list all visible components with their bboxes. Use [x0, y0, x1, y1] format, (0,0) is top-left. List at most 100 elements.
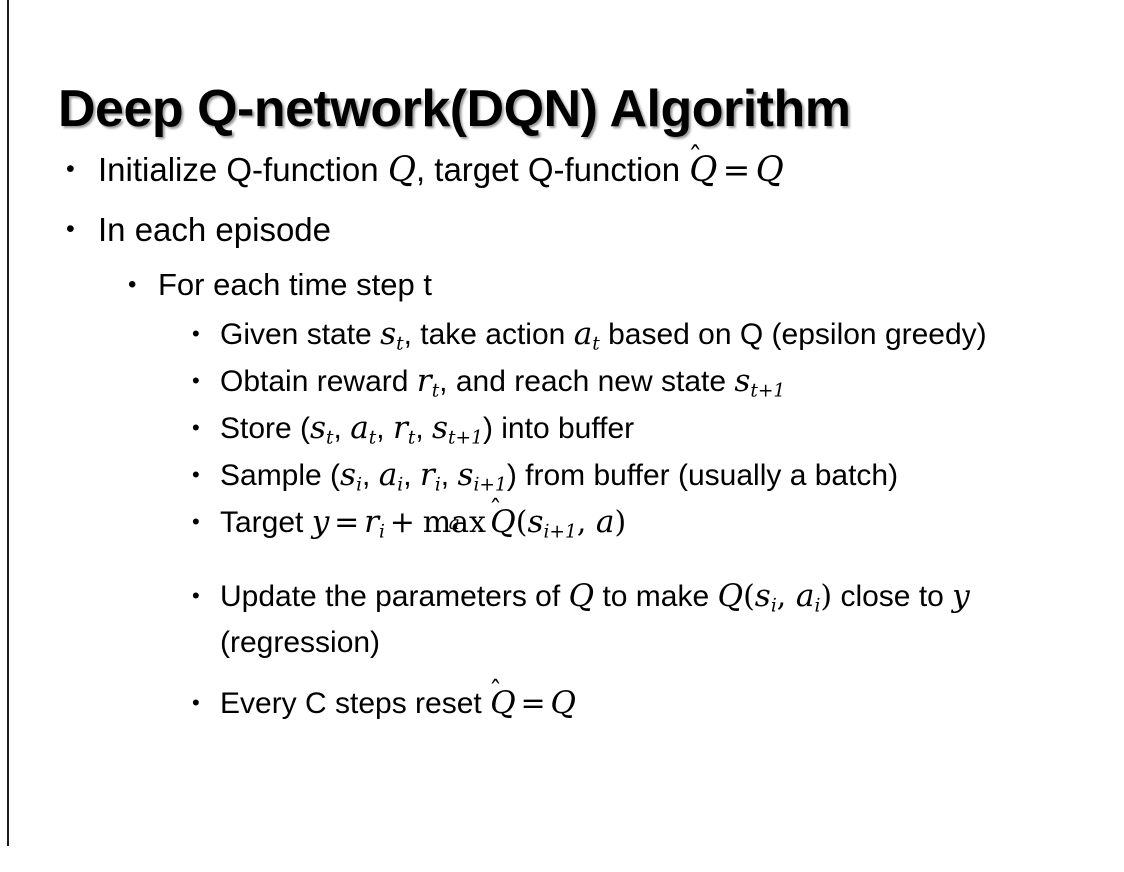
- list-item-sample-from-buffer: • Sample (si, ai, ri, si+1) from buffer …: [0, 452, 1124, 499]
- math-subscript-i-plus-1: i+1: [473, 474, 507, 496]
- list-item-given-state-take-action: • Given state st, take action at based o…: [0, 311, 1124, 358]
- math-var-y: y: [952, 578, 970, 614]
- math-operator-equals: =: [334, 505, 360, 540]
- math-var-q: Q: [717, 578, 744, 614]
- math-var-s: s: [380, 316, 397, 352]
- math-var-q-hat: Q̂: [490, 499, 516, 545]
- math-paren-open: (: [743, 579, 755, 614]
- math-subscript-t-plus-1: t+1: [750, 380, 786, 402]
- math-comma: ,: [576, 505, 596, 540]
- math-var-s: s: [310, 410, 327, 446]
- bullet-dot-icon: •: [192, 368, 200, 393]
- list-item-text: Update the parameters of Q to make Q(si,…: [220, 573, 1100, 666]
- math-comma: ,: [776, 579, 796, 614]
- bullet-dot-icon: •: [192, 690, 200, 715]
- math-operator-max-label: max: [422, 505, 486, 540]
- math-var-a: a: [595, 504, 615, 540]
- math-var-q-base: Q: [490, 504, 516, 540]
- math-underscript-a: a: [448, 512, 460, 534]
- math-var-r: r: [364, 504, 379, 540]
- list-item-in-each-episode: • In each episode: [0, 200, 1124, 259]
- text-run: Given state: [220, 318, 381, 351]
- math-subscript-i: i: [434, 474, 441, 496]
- list-item-text: Sample (si, ai, ri, si+1) from buffer (u…: [220, 452, 1100, 499]
- math-var-s: s: [340, 457, 357, 493]
- math-var-q-hat: Q̂: [689, 141, 717, 200]
- text-run: , take action: [403, 318, 574, 351]
- text-run: ,: [333, 412, 351, 445]
- bullet-dot-icon: •: [66, 155, 75, 183]
- math-subscript-t: t: [326, 427, 334, 449]
- text-run: Target: [220, 506, 312, 539]
- text-run: ) into buffer: [482, 412, 635, 445]
- left-edge-rule: [7, 0, 9, 846]
- math-var-q: Q: [755, 150, 784, 190]
- text-run: , target Q-function: [415, 151, 690, 188]
- math-var-r: r: [416, 363, 432, 399]
- text-run: ,: [376, 412, 393, 445]
- math-var-s: s: [457, 457, 474, 493]
- math-var-r: r: [419, 457, 435, 493]
- math-operator-plus: +: [389, 505, 415, 540]
- math-var-a: a: [378, 457, 398, 493]
- text-run: Obtain reward: [220, 365, 417, 398]
- math-var-y: y: [311, 504, 330, 540]
- text-run: ) from buffer (usually a batch): [506, 459, 899, 492]
- list-item-obtain-reward: • Obtain reward rt, and reach new state …: [0, 358, 1124, 405]
- math-subscript-i: i: [814, 595, 821, 617]
- math-var-q: Q: [568, 578, 595, 614]
- math-subscript-t: t: [592, 333, 600, 355]
- list-item-every-c-steps-reset: • Every C steps reset Q̂=Q: [0, 680, 1124, 727]
- math-var-s: s: [734, 363, 751, 399]
- math-subscript-t: t: [407, 427, 416, 449]
- math-subscript-i-plus-1: i+1: [543, 521, 577, 543]
- math-operator-equals: =: [520, 686, 546, 721]
- text-run: , and reach new state: [439, 365, 735, 398]
- text-run: ,: [362, 459, 379, 492]
- bullet-dot-icon: •: [192, 509, 200, 534]
- bullet-dot-icon: •: [192, 462, 200, 487]
- math-var-s: s: [432, 410, 449, 446]
- list-item-text: For each time step t: [158, 267, 432, 302]
- list-item-update-parameters: • Update the parameters of Q to make Q(s…: [0, 573, 1124, 666]
- math-var-s: s: [754, 578, 771, 614]
- text-run: ,: [440, 459, 458, 492]
- list-item-for-each-time-step: • For each time step t: [0, 259, 1124, 311]
- list-item-text: Store (st, at, rt, st+1) into buffer: [220, 405, 1100, 452]
- list-item-text: Every C steps reset Q̂=Q: [220, 680, 1100, 727]
- math-var-a: a: [573, 316, 593, 352]
- page-title: Deep Q-network(DQN) Algorithm: [58, 79, 851, 138]
- math-subscript-i: i: [356, 474, 363, 496]
- math-subscript-i: i: [379, 521, 385, 543]
- math-var-q-hat: Q̂: [490, 680, 516, 726]
- math-subscript-i: i: [397, 474, 404, 496]
- math-subscript-t: t: [368, 427, 377, 449]
- list-item-text: Initialize Q-function Q, target Q-functi…: [98, 140, 1124, 200]
- text-run: Initialize Q-function: [98, 151, 388, 188]
- math-var-q-base: Q: [689, 150, 718, 190]
- math-operator-equals: =: [722, 150, 751, 189]
- text-run: Every C steps reset: [220, 687, 491, 720]
- math-var-q: Q: [550, 685, 576, 721]
- text-run: ,: [415, 412, 433, 445]
- math-var-r: r: [392, 410, 408, 446]
- math-var-q-base: Q: [490, 685, 516, 721]
- text-run: based on Q (epsilon greedy): [599, 318, 987, 351]
- math-paren-open: (: [515, 505, 528, 540]
- text-run: Sample (: [220, 459, 341, 492]
- bullet-dot-icon: •: [192, 415, 200, 440]
- text-run: Update the parameters of: [220, 580, 569, 613]
- bullet-list: • Initialize Q-function Q, target Q-func…: [0, 140, 1124, 727]
- text-run: to make: [594, 580, 718, 613]
- text-run: ,: [403, 459, 420, 492]
- bullet-dot-icon: •: [66, 215, 75, 243]
- text-run: (regression): [220, 626, 381, 659]
- math-subscript-t: t: [396, 333, 404, 355]
- text-run: close to: [832, 580, 953, 613]
- math-subscript-i: i: [770, 595, 777, 617]
- list-item-store-into-buffer: • Store (st, at, rt, st+1) into buffer: [0, 405, 1124, 452]
